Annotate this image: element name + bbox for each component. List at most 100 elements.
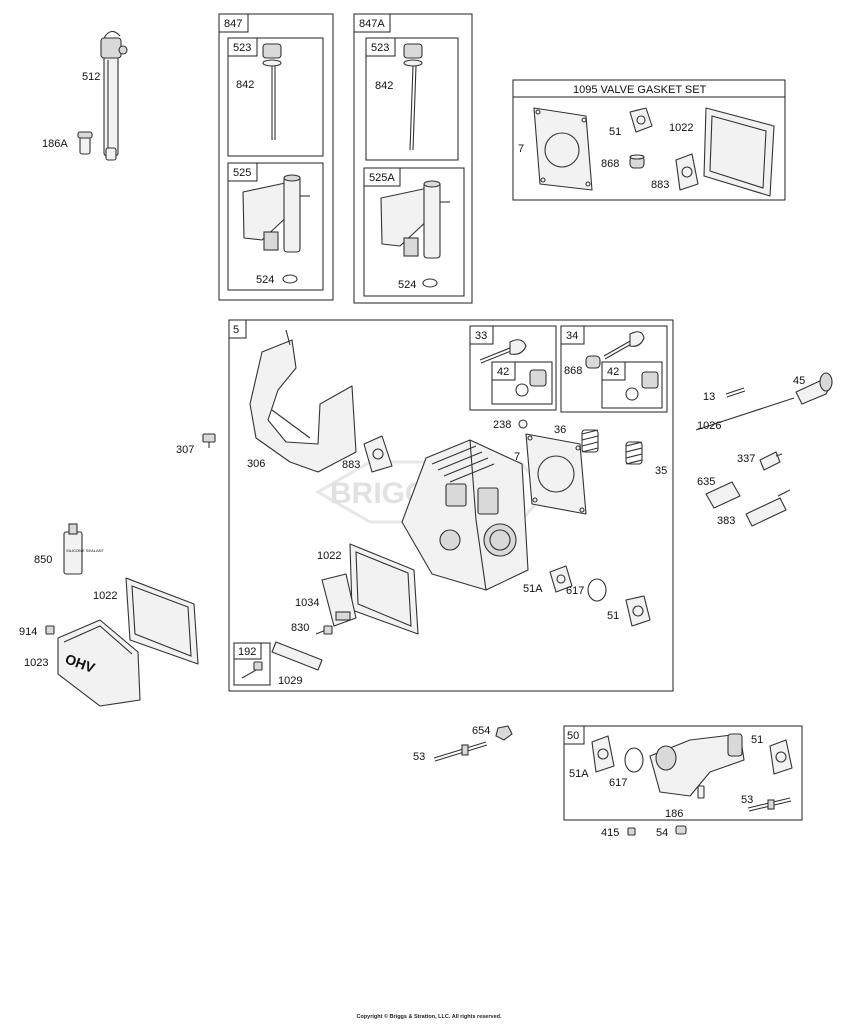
label-524a: 524 xyxy=(256,274,274,286)
o-ring-617a[interactable] xyxy=(587,578,607,602)
dipstick-523-842b[interactable] xyxy=(403,43,423,151)
screw-307[interactable] xyxy=(202,433,216,448)
label-914: 914 xyxy=(19,626,37,638)
valve-33[interactable] xyxy=(479,339,527,364)
gasket-51A-a[interactable] xyxy=(549,565,573,593)
breather-cover-1029[interactable] xyxy=(271,641,323,671)
valve-seal-868a[interactable] xyxy=(629,154,645,169)
screw-914[interactable] xyxy=(45,625,55,635)
fitting-635[interactable] xyxy=(705,481,741,509)
keeper-42b[interactable] xyxy=(625,371,659,401)
group-label-525: 525 xyxy=(233,167,251,179)
label-306: 306 xyxy=(247,458,265,470)
valve-cover-gasket-1022a[interactable] xyxy=(703,107,775,197)
gasket-51A-b[interactable] xyxy=(591,735,615,773)
nut-654[interactable] xyxy=(495,725,513,741)
o-ring-524a[interactable] xyxy=(282,274,298,284)
label-238: 238 xyxy=(493,419,511,431)
cylinder-head[interactable] xyxy=(401,439,529,591)
copyright-notice: Copyright © Briggs & Stratton, LLC. All … xyxy=(356,1014,502,1020)
valve-cover-gasket-1022b[interactable] xyxy=(349,543,419,635)
label-1029: 1029 xyxy=(278,675,302,687)
group-label-50: 50 xyxy=(567,730,579,742)
label-35: 35 xyxy=(655,465,667,477)
keeper-42a[interactable] xyxy=(515,369,547,397)
stud-53a[interactable] xyxy=(433,741,488,762)
label-842a: 842 xyxy=(236,79,254,91)
group-box-523a xyxy=(227,37,324,157)
label-45: 45 xyxy=(793,375,805,387)
stud-53b[interactable] xyxy=(747,797,792,812)
label-36: 36 xyxy=(554,424,566,436)
label-337: 337 xyxy=(737,453,755,465)
valve-cover-1023[interactable]: OHV xyxy=(57,619,141,707)
valve-383[interactable] xyxy=(745,489,791,527)
label-868a: 868 xyxy=(601,158,619,170)
intake-manifold[interactable] xyxy=(649,733,745,797)
group-box-525 xyxy=(227,162,324,291)
o-ring-617b[interactable] xyxy=(624,747,644,773)
gasket-883a[interactable] xyxy=(675,153,699,191)
plug-415[interactable] xyxy=(627,827,636,836)
label-51a: 51 xyxy=(609,126,621,138)
fitting-186A[interactable] xyxy=(77,131,93,155)
gasket-51a[interactable] xyxy=(629,107,653,133)
screw-54[interactable] xyxy=(675,825,687,835)
gasket-51b[interactable] xyxy=(625,595,651,627)
label-883a: 883 xyxy=(651,179,669,191)
label-1034: 1034 xyxy=(295,597,319,609)
group-box-42b xyxy=(601,361,663,409)
o-ring-524b[interactable] xyxy=(422,278,438,288)
label-654: 654 xyxy=(472,725,490,737)
head-gasket-7b[interactable] xyxy=(525,433,587,515)
label-51c: 51 xyxy=(751,734,763,746)
label-1026: 1026 xyxy=(697,420,721,432)
label-186: 186 xyxy=(665,808,683,820)
label-53a: 53 xyxy=(413,751,425,763)
label-1022a: 1022 xyxy=(669,122,693,134)
label-54: 54 xyxy=(656,827,668,839)
push-rod-1026[interactable] xyxy=(695,397,795,431)
ball-238[interactable] xyxy=(518,419,528,429)
fitting-186[interactable] xyxy=(697,785,705,799)
spring-35[interactable] xyxy=(625,441,643,465)
sealant-tube-850[interactable]: SILICONE SEALANT xyxy=(63,523,105,575)
gasket-883b[interactable] xyxy=(363,435,393,473)
label-1022b: 1022 xyxy=(317,550,341,562)
oil-fill-tube-525[interactable] xyxy=(242,174,310,253)
oil-fill-tube-525A[interactable] xyxy=(380,180,450,259)
stud-13[interactable] xyxy=(725,387,746,398)
label-830: 830 xyxy=(291,622,309,634)
label-415: 415 xyxy=(601,827,619,839)
group-label-42b: 42 xyxy=(607,366,619,378)
spark-plug-337[interactable] xyxy=(759,451,783,471)
spring-36[interactable] xyxy=(581,429,599,453)
label-51b: 51 xyxy=(607,610,619,622)
group-box-50 xyxy=(563,725,803,821)
air-guide-306[interactable] xyxy=(249,329,357,473)
label-883b: 883 xyxy=(342,459,360,471)
dipstick-523-842a[interactable] xyxy=(262,43,282,140)
label-13: 13 xyxy=(703,391,715,403)
valve-34[interactable] xyxy=(603,331,645,360)
label-524b: 524 xyxy=(398,279,416,291)
dipstick-tube-512[interactable] xyxy=(100,30,128,161)
head-gasket-7a[interactable] xyxy=(533,107,593,191)
screw-192[interactable] xyxy=(241,661,263,679)
label-868b: 868 xyxy=(564,365,582,377)
gasket-51c[interactable] xyxy=(769,739,793,775)
breather-plate-1034[interactable] xyxy=(321,573,357,627)
group-box-34 xyxy=(560,325,668,413)
rocker-45[interactable] xyxy=(795,372,833,405)
screw-830[interactable] xyxy=(315,625,333,635)
label-383: 383 xyxy=(717,515,735,527)
label-51A-b: 51A xyxy=(569,768,589,780)
group-box-847 xyxy=(218,13,334,301)
group-label-42a: 42 xyxy=(497,366,509,378)
valve-seal-868b[interactable] xyxy=(585,355,601,369)
valve-cover-gasket-1022c[interactable] xyxy=(125,577,199,665)
group-label-847A: 847A xyxy=(359,18,385,30)
group-box-525A xyxy=(363,167,465,297)
label-1023: 1023 xyxy=(24,657,48,669)
